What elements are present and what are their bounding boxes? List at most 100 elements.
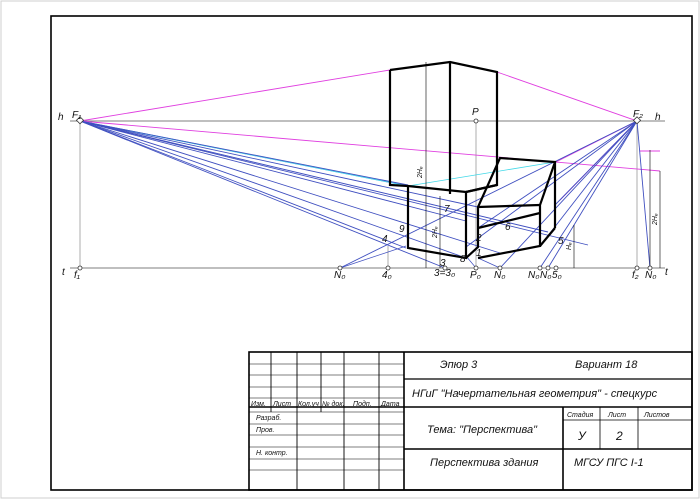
tb-col-podp: Подп.	[353, 400, 372, 408]
ray-b4	[79, 120, 549, 233]
tb-variant: Вариант 18	[575, 359, 638, 371]
lower-block-top	[465, 183, 498, 194]
tb-row-razrab: Разраб.	[256, 414, 281, 422]
label-f2: F₂	[633, 109, 643, 120]
label-n3: 3=3₀	[434, 268, 455, 279]
blue-rays-f1	[79, 120, 589, 269]
ray-c6	[554, 120, 638, 206]
marker-n4	[385, 265, 391, 271]
tb-name: Перспектива здания	[430, 457, 539, 469]
tb-col-doc: № док.	[322, 400, 345, 408]
label-n4: 4₀	[382, 270, 392, 281]
ray-c9	[539, 120, 638, 247]
tb-list-value: 2	[615, 429, 623, 443]
marker-n3b	[537, 265, 543, 271]
point-4: 4	[382, 234, 388, 245]
label-t-right: t	[665, 267, 669, 278]
tall-block-outline	[388, 60, 499, 194]
tb-stadia-value: У	[577, 429, 587, 443]
point-1: 1	[476, 248, 482, 259]
ray-c5	[547, 120, 638, 269]
tb-col-data: Дата	[380, 401, 400, 408]
tb-row-nkontr: Н. контр.	[256, 450, 288, 457]
ground-construction	[339, 245, 501, 269]
label-n4b: N₀	[540, 270, 551, 281]
right-block-outline	[465, 156, 557, 260]
tb-row-prov: Пров.	[256, 427, 275, 434]
right-block-base-back	[539, 227, 556, 247]
sheet-frame	[50, 15, 693, 491]
ray-b5	[79, 120, 589, 246]
ray-b2	[79, 120, 479, 208]
label-n5: 5₀	[552, 270, 562, 281]
tb-col-izm: Изм.	[251, 401, 266, 408]
marker-p	[473, 118, 479, 124]
label-n1: N₀	[334, 270, 345, 281]
label-t-left: t	[62, 267, 66, 278]
marker-f2-ground	[634, 265, 640, 271]
point-7: 7	[444, 204, 450, 215]
marker-n1	[337, 265, 343, 271]
title-block-frame	[248, 351, 693, 491]
magenta-rays	[79, 69, 661, 201]
marker-n4b	[545, 265, 551, 271]
building	[388, 60, 557, 260]
tb-epure: Эпюр 3	[440, 359, 478, 371]
point-6: 6	[505, 222, 511, 233]
label-2h-right: 2Hₑ	[652, 213, 659, 226]
label-2h-left: 2Hₑ	[417, 166, 424, 179]
marker-f1-ground	[77, 265, 83, 271]
ray-c2	[465, 120, 638, 248]
label-n5b: N₀	[645, 270, 656, 281]
label-p0: P₀	[470, 270, 481, 281]
tb-discipline: НГиГ "Начертательная геометрия" - спецку…	[412, 388, 658, 400]
label-n2: N₀	[494, 270, 505, 281]
point-2: 2	[475, 233, 482, 244]
g-line-3	[477, 257, 501, 269]
tb-stadia-label: Стадия	[567, 411, 593, 419]
marker-n2	[497, 265, 503, 271]
label-n3b: N₀	[528, 270, 539, 281]
label-f1-ground: f₁	[74, 270, 80, 281]
label-h-right: h	[655, 112, 661, 123]
marker-n5b	[647, 265, 653, 271]
ray-c7	[636, 120, 651, 269]
ray-c4	[539, 120, 638, 269]
marker-n5	[553, 265, 559, 271]
label-f2-ground: f₂	[632, 270, 639, 281]
tb-col-kol: Кол.уч	[298, 401, 319, 408]
marker-p0	[473, 265, 479, 271]
ray-m3	[79, 120, 661, 172]
ray-b6	[79, 120, 501, 254]
ray-cyan-2	[407, 161, 556, 187]
label-p: P	[472, 107, 479, 118]
title-block	[248, 351, 693, 491]
marker-f1	[75, 116, 85, 125]
measure-lines	[425, 62, 661, 268]
tb-listov-label: Листов	[643, 412, 670, 419]
tb-topic: Тема: "Перспектива"	[427, 424, 538, 436]
ray-b8	[79, 120, 446, 269]
label-f1: F₁	[72, 110, 81, 121]
tb-list-label: Лист	[607, 412, 626, 419]
blue-rays-f2	[339, 120, 651, 269]
point-8: 8	[460, 254, 466, 265]
ray-b7	[79, 120, 467, 259]
g-line-2	[465, 255, 477, 269]
ray-b3	[79, 120, 467, 222]
marker-n3	[442, 265, 448, 271]
right-block-top-edge	[477, 203, 541, 209]
label-2h-mid: 2Hₑ	[432, 226, 439, 239]
ray-m1	[79, 69, 391, 122]
label-h-left: h	[58, 112, 64, 123]
lower-block-left	[406, 186, 468, 260]
tb-col-list: Лист	[272, 401, 291, 408]
ray-c8	[499, 120, 638, 269]
markers	[75, 116, 653, 271]
point-5: 5	[558, 236, 564, 247]
ray-c3	[477, 120, 638, 229]
ray-m4	[496, 71, 638, 122]
